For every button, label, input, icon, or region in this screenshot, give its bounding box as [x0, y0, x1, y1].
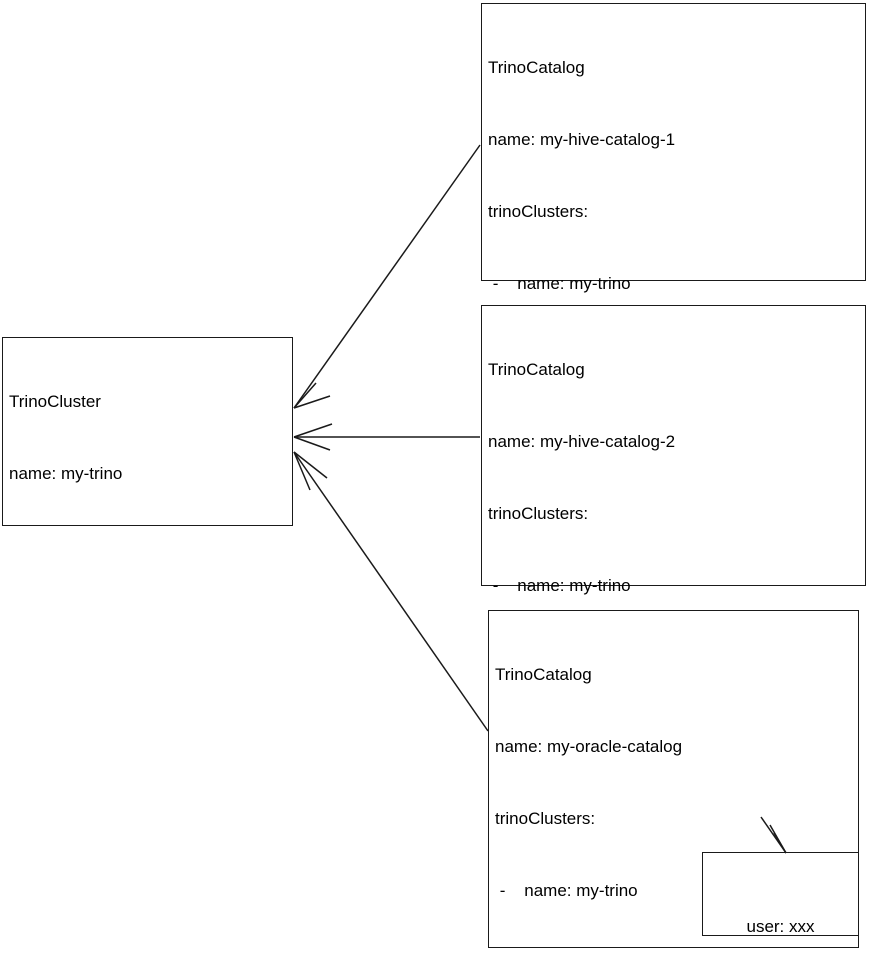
node-line: name: my-hive-catalog-2 — [488, 432, 676, 451]
node-line: trinoClusters: — [488, 202, 589, 221]
node-secret-text: user: xxx password: xxx — [703, 867, 858, 954]
node-trino-catalog-oracle-text: TrinoCatalog name: my-oracle-catalog tri… — [495, 615, 854, 954]
node-line: name: my-oracle-catalog — [495, 737, 683, 756]
node-secret[interactable]: user: xxx password: xxx — [702, 852, 859, 936]
node-line: TrinoCluster — [9, 392, 101, 411]
node-line: trinoClusters: — [495, 809, 596, 828]
node-line: - name: my-trino — [488, 274, 631, 293]
node-line: name: my-hive-catalog-1 — [488, 130, 676, 149]
node-line: TrinoCatalog — [488, 360, 585, 379]
edge-credentials-secret-to-secret — [760, 816, 787, 854]
node-trino-catalog-oracle[interactable]: TrinoCatalog name: my-oracle-catalog tri… — [488, 610, 859, 954]
node-line: TrinoCatalog — [495, 665, 592, 684]
edge-catalog-hive-2-to-cluster — [293, 423, 480, 451]
node-trino-cluster[interactable]: TrinoCluster name: my-trino — [2, 337, 293, 526]
node-line: user: xxx — [746, 917, 815, 936]
node-line: TrinoCatalog — [488, 58, 585, 77]
node-trino-catalog-hive-2[interactable]: TrinoCatalog name: my-hive-catalog-2 tri… — [481, 305, 866, 883]
node-line: - name: my-trino — [488, 576, 631, 595]
node-line: trinoClusters: — [488, 504, 589, 523]
node-line: - name: my-trino — [495, 881, 638, 900]
node-line: name: my-trino — [9, 464, 123, 483]
edge-catalog-hive-1-to-cluster — [293, 144, 481, 409]
edge-catalog-oracle-to-cluster — [293, 451, 489, 732]
node-trino-cluster-text: TrinoCluster name: my-trino — [9, 342, 288, 534]
